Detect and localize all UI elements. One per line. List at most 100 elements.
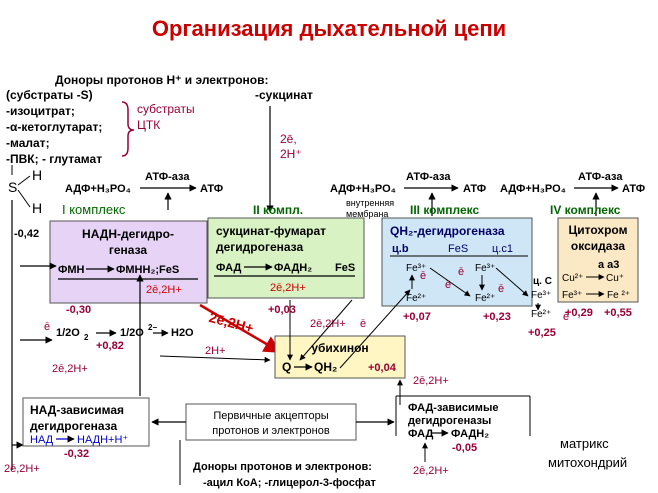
water-e: ē [44,321,50,333]
tca-label-1: субстраты [137,102,195,116]
cytc-e: ē [563,311,569,323]
cytc-fe3: Fe³⁺ [531,290,551,301]
atp-eq-3: АДФ+Н₃РО₄ [500,183,566,195]
tca-label-2: ЦТК [137,118,160,132]
pot-m042: -0,42 [14,228,39,240]
water-sup: 2− [148,323,157,332]
fad-label: ФАД [408,428,433,440]
atp-eq-1: АДФ+Н₃РО₄ [65,183,131,195]
succ-2e: 2ē, [280,132,297,146]
ubi-q: Q [282,360,291,374]
primary-2: протонов и электронов [212,425,330,437]
c3-fe3-b: Fe³⁺ [475,263,495,274]
ubi-e: ē [360,318,366,330]
nad-2e2h: 2ē,2Н+ [52,363,88,375]
pot-m030: -0,30 [66,304,91,316]
succinate-donor: -сукцинат [255,88,313,102]
complex-2-title-2: дегидрогеназа [216,240,303,254]
c2-2e2h: 2ē,2Н+ [270,282,306,294]
matrix-label-2: митохондрий [548,455,627,470]
atp-ase-3: АТФ-аза [578,171,623,183]
pot-082: +0,82 [96,340,124,352]
atp-ase-2: АТФ-аза [406,171,451,183]
pot-m005: -0,05 [452,442,477,454]
c3-e-3: ē [458,266,464,278]
complex-1-title-1: НАДН-дегидро- [82,227,174,241]
fad-2e2h: 2ē,2Н+ [413,375,449,387]
complex-4-title-2: оксидаза [571,239,625,253]
c4-fe2: Fe ²⁺ [607,290,630,301]
water-h2o: Н2О [171,327,194,339]
c3-fe2-a: Fe²⁺ [406,293,426,304]
cytc-fe2: Fe²⁺ [531,309,551,320]
c1-fmn: ФМН [58,264,85,276]
ubi-qh2: QН₂ [314,360,337,374]
atp-3: АТФ [622,183,645,195]
complex-1-box [49,220,208,304]
ubiquinone-title: убихинон [311,341,368,355]
donor-line-4: -малат; [6,136,50,150]
c2-fadh2: ФАДН₂ [274,262,312,274]
sh-s: S [8,179,17,195]
pot-004: +0,04 [368,362,397,374]
complex-1-label: I комплекс [62,202,126,217]
fadh2-label: ФАДН₂ [451,428,489,440]
atp-2: АТФ [463,183,486,195]
donor-line-1: (субстраты -S) [6,88,93,102]
c2-fad: ФАД [216,262,241,274]
c2-fes: FeS [335,262,355,274]
membrane-label-2: мембрана [346,209,388,219]
c1-2e2h: 2ē,2Н+ [146,284,182,296]
c1-fmnh2: ФМНН₂;FeS [116,264,179,276]
atp-eq-2: АДФ+Н₃РО₄ [330,183,396,195]
h2-plus: 2Н+ [205,345,226,357]
c4-a-a3: а а3 [598,259,619,271]
page-title: Организация дыхательной цепи [152,16,506,41]
succ-2e2h-2: 2ē,2Н+ [310,318,346,330]
c3-cb: ц.b [392,243,409,255]
pot-025: +0,25 [528,327,556,339]
c4-cu2: Cu²⁺ [562,273,583,284]
atp-1: АТФ [200,183,223,195]
succ-2h: 2Н⁺ [280,147,302,161]
pot-003: +0,03 [268,304,296,316]
c3-fe2-b: Fe²⁺ [475,293,495,304]
membrane-label-1: внутренняя [346,198,394,208]
complex-4-label: IV комплекс [550,203,621,217]
pot-m032: -0,32 [64,448,89,460]
nad-title-1: НАД-зависимая [30,403,124,417]
c3-fe3-a: Fe³⁺ [406,263,426,274]
c4-fe3: Fe³⁺ [562,290,582,301]
pot-023: +0,23 [483,311,511,323]
nad-dehydrogenase-box [22,397,150,447]
complex-3-label: III комплекс [410,203,479,217]
nad-title-2: дегидрогеназа [30,419,117,433]
complex-2-title-1: сукцинат-фумарат [216,224,326,238]
ubiquinone-box [274,335,406,379]
pot-055: +0,55 [604,307,632,319]
pot-007: +0,07 [403,311,431,323]
complex-4-title-1: Цитохром [569,223,628,237]
fad-title-2: дегидрогеназы [408,415,491,427]
complex-2-label: II компл. [253,203,303,217]
atp-ase-1: АТФ-аза [145,171,190,183]
water-half-o2: 1/2О [56,327,80,339]
tca-brace [121,101,135,157]
cyt-c-label: ц. С [533,276,552,287]
bottom-donors-2: -ацил КоА; -глицерол-3-фосфат [203,477,377,489]
sh-h1: H [32,167,42,183]
c3-e-4: ē [498,283,504,295]
bottom-donors-1: Доноры протонов и электронов: [193,461,372,473]
nad-label: НАД [30,434,54,446]
sh-h2: H [32,200,42,216]
pot-029: +0,29 [565,307,593,319]
c3-e-2: ē [445,279,451,291]
c3-e-1: ē [420,270,426,282]
primary-1: Первичные акцепторы [213,410,328,422]
matrix-label-1: матрикс [560,436,609,451]
donor-line-5: -ПВК; - глутамат [6,152,102,166]
donors-header: Доноры протонов Н⁺ и электронов: [55,73,268,87]
donor-line-2: -изоцитрат; [6,104,75,118]
c3-fes: FeS [448,243,468,255]
